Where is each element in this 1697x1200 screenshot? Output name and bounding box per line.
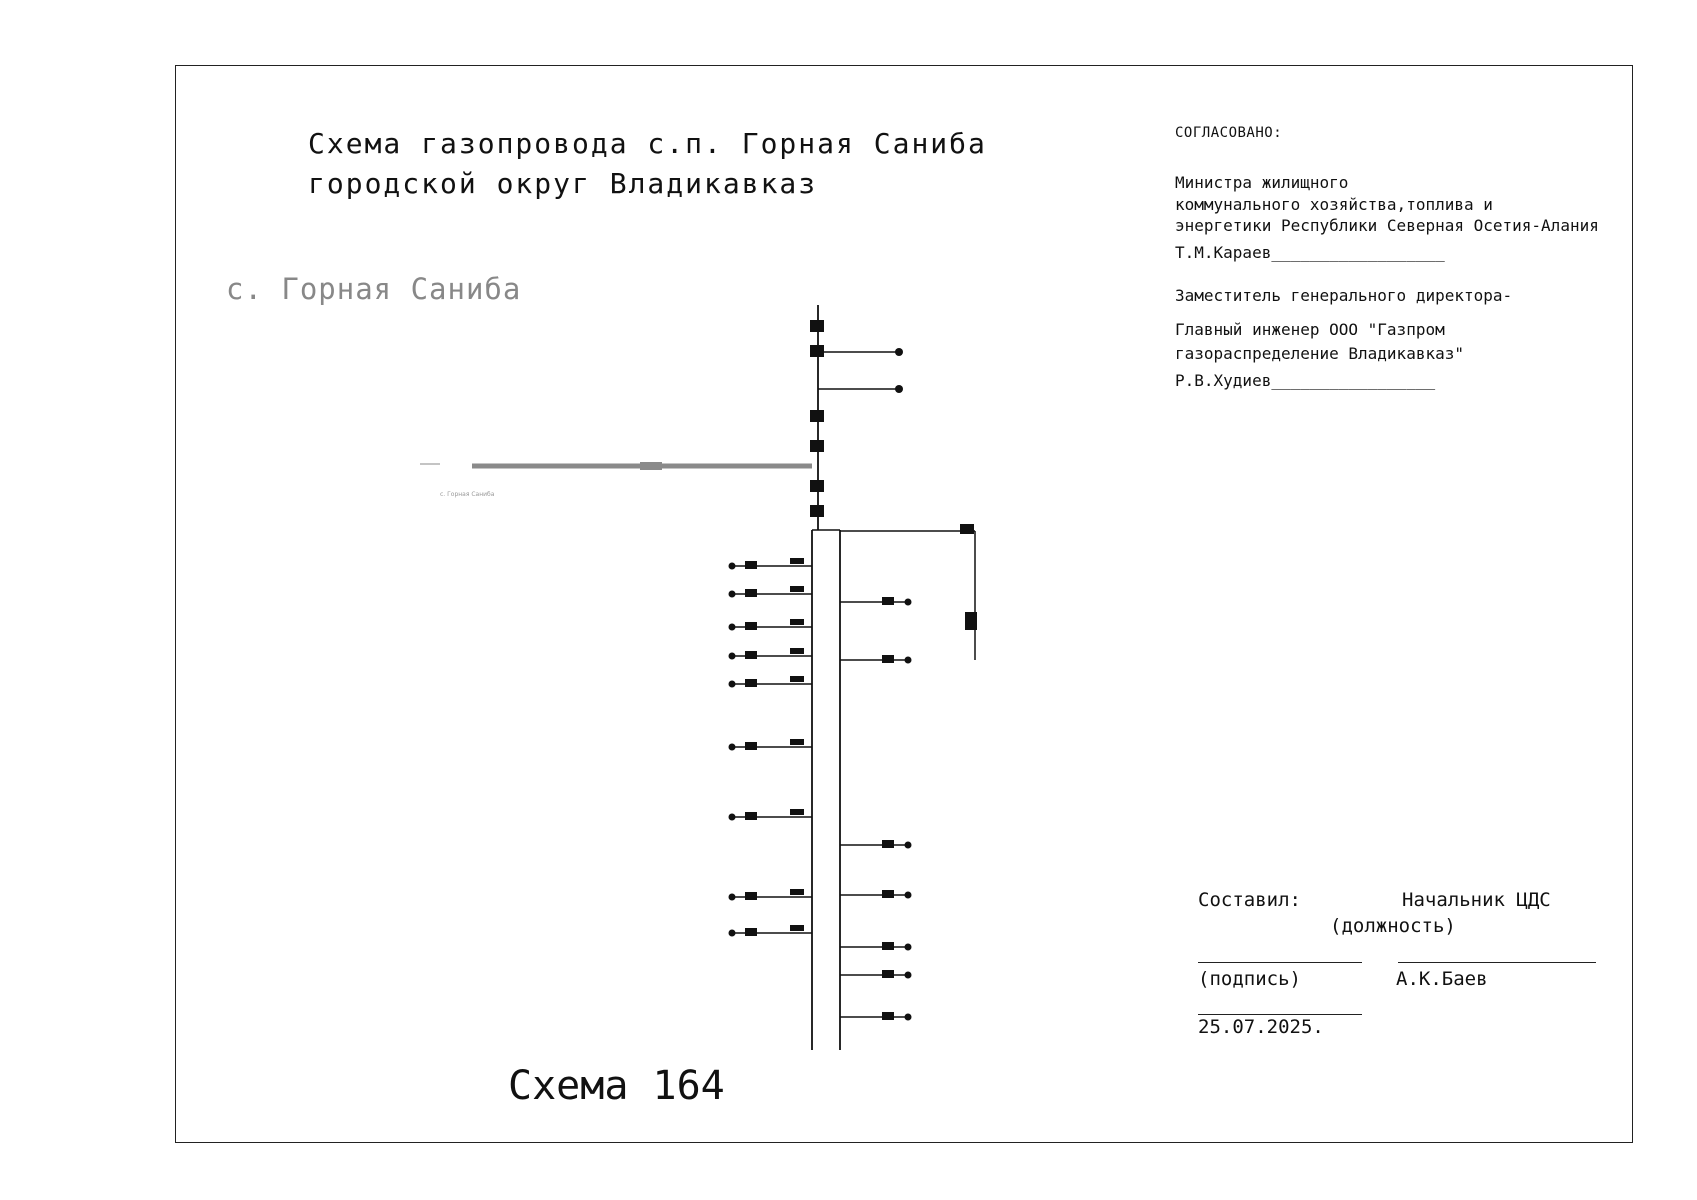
riser-valve-5 [810, 480, 824, 492]
consumer-node-right-7 [904, 1013, 912, 1021]
valve-mark-right-7 [882, 1012, 894, 1020]
consumer-node-right-2 [904, 656, 912, 664]
compiled-by-label: Составил: [1198, 889, 1301, 911]
valve-mark-right-5 [882, 942, 894, 950]
drawing-title-line-2: городской округ Владикавказ [308, 167, 818, 200]
feed-pipe-caption: с. Горная Саниба [440, 491, 495, 498]
minister-signature-line: Т.М.Караев__________________ [1175, 243, 1445, 262]
label-mark-left-5 [790, 676, 804, 682]
consumer-node-left-1 [728, 562, 736, 570]
consumer-node-left-2 [728, 590, 736, 598]
pipe-network [420, 305, 976, 1050]
consumer-node-upper-1 [895, 348, 903, 356]
riser-valve-1 [810, 320, 824, 332]
riser-valve-4 [810, 440, 824, 452]
valve-mark-right-6 [882, 970, 894, 978]
valve-mark-right-2 [882, 655, 894, 663]
valve-mark-right [965, 612, 977, 630]
signature-caption: (подпись) [1198, 968, 1301, 990]
compile-date: 25.07.2025. [1198, 1016, 1324, 1038]
consumer-node-right-1 [904, 598, 912, 606]
label-mark-left-6 [790, 739, 804, 745]
consumer-node-right-4 [904, 891, 912, 899]
valve-mark-left-8 [745, 892, 757, 900]
consumer-node-left-6 [728, 743, 736, 751]
name-rule [1398, 962, 1596, 963]
riser-valve-2 [810, 345, 824, 357]
deputy-title-line-2: Главный инженер ООО "Газпром [1175, 320, 1445, 339]
drawing-frame [175, 65, 1633, 1143]
minister-title-line-2: коммунального хозяйства,топлива и [1175, 195, 1493, 214]
deputy-title-line-1: Заместитель генерального директора- [1175, 286, 1513, 305]
scheme-number: Схема 164 [508, 1063, 725, 1109]
label-mark-left-7 [790, 809, 804, 815]
consumer-node-left-5 [728, 680, 736, 688]
valve-mark-right-top [960, 524, 974, 534]
riser-valve-6 [810, 505, 824, 517]
valve-mark-right-1 [882, 597, 894, 605]
valve-mark-right-4 [882, 890, 894, 898]
consumer-node-left-3 [728, 623, 736, 631]
valve-mark-left-9 [745, 928, 757, 936]
valve-mark-left-1 [745, 561, 757, 569]
valve-mark-left-5 [745, 679, 757, 687]
consumer-node-right-3 [904, 841, 912, 849]
minister-title-line-1: Министра жилищного [1175, 173, 1349, 192]
minister-title-line-3: энергетики Республики Северная Осетия-Ал… [1175, 216, 1599, 235]
compiler-name: А.К.Баев [1396, 968, 1488, 990]
date-rule [1198, 1014, 1362, 1015]
consumer-node-left-8 [728, 893, 736, 901]
label-mark-left-4 [790, 648, 804, 654]
riser-valve-3 [810, 410, 824, 422]
pipe-equipment-marks [640, 320, 977, 1021]
valve-mark-left-7 [745, 812, 757, 820]
consumer-node-left-9 [728, 929, 736, 937]
consumer-node-left-4 [728, 652, 736, 660]
drawing-title-line-1: Схема газопровода с.п. Горная Саниба [308, 127, 987, 160]
label-mark-left-2 [790, 586, 804, 592]
consumer-node-upper-2 [895, 385, 903, 393]
valve-mark-left-6 [745, 742, 757, 750]
agreed-heading: СОГЛАСОВАНО: [1175, 125, 1283, 141]
deputy-signature-line: Р.В.Худиев_________________ [1175, 371, 1436, 390]
deputy-title-line-3: газораспределение Владикавказ" [1175, 344, 1464, 363]
label-mark-left-3 [790, 619, 804, 625]
feed-valve-mark [640, 462, 662, 470]
position-caption: (должность) [1330, 915, 1456, 937]
valve-mark-right-3 [882, 840, 894, 848]
label-mark-left-1 [790, 558, 804, 564]
label-mark-left-9 [790, 925, 804, 931]
village-label: с. Горная Саниба [226, 272, 522, 306]
valve-mark-left-2 [745, 589, 757, 597]
label-mark-left-8 [790, 889, 804, 895]
consumer-node-right-6 [904, 971, 912, 979]
valve-mark-left-3 [745, 622, 757, 630]
consumer-node-right-5 [904, 943, 912, 951]
valve-mark-left-4 [745, 651, 757, 659]
consumer-node-left-7 [728, 813, 736, 821]
signature-rule [1198, 962, 1362, 963]
position-value: Начальник ЦДС [1402, 889, 1551, 911]
